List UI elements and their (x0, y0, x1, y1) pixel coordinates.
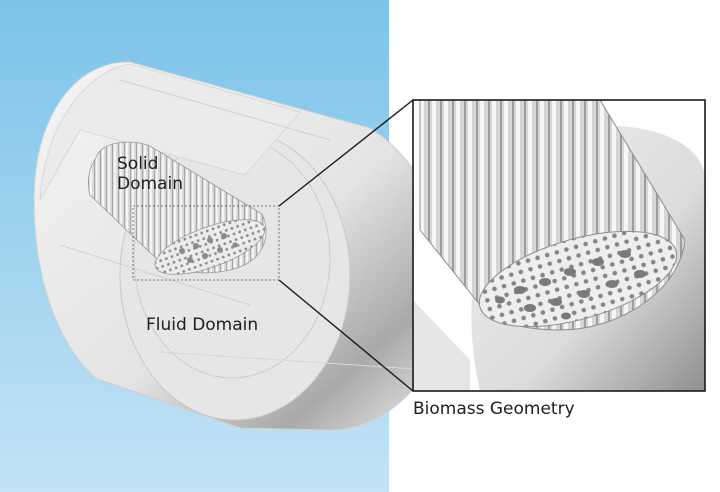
biomass-large-pores (179, 233, 238, 263)
zoom-connector-bottom (278, 279, 414, 392)
solid-domain-label: Solid Domain (117, 154, 183, 194)
cylinder-top-face (39, 63, 301, 201)
fluid-domain-label: Fluid Domain (146, 315, 259, 335)
inset-view (413, 100, 705, 391)
inset-frame (412, 99, 706, 392)
biomass-cross-section (154, 219, 266, 275)
solid-domain-label-line2: Domain (117, 173, 183, 194)
zoom-connector-top (278, 99, 414, 207)
solid-domain-label-line1: Solid (117, 154, 159, 174)
inset-caption: Biomass Geometry (413, 399, 575, 419)
cylinder-edge-line (119, 79, 331, 141)
zoom-region-box (132, 205, 280, 281)
cylinder-edge-line (59, 244, 251, 306)
